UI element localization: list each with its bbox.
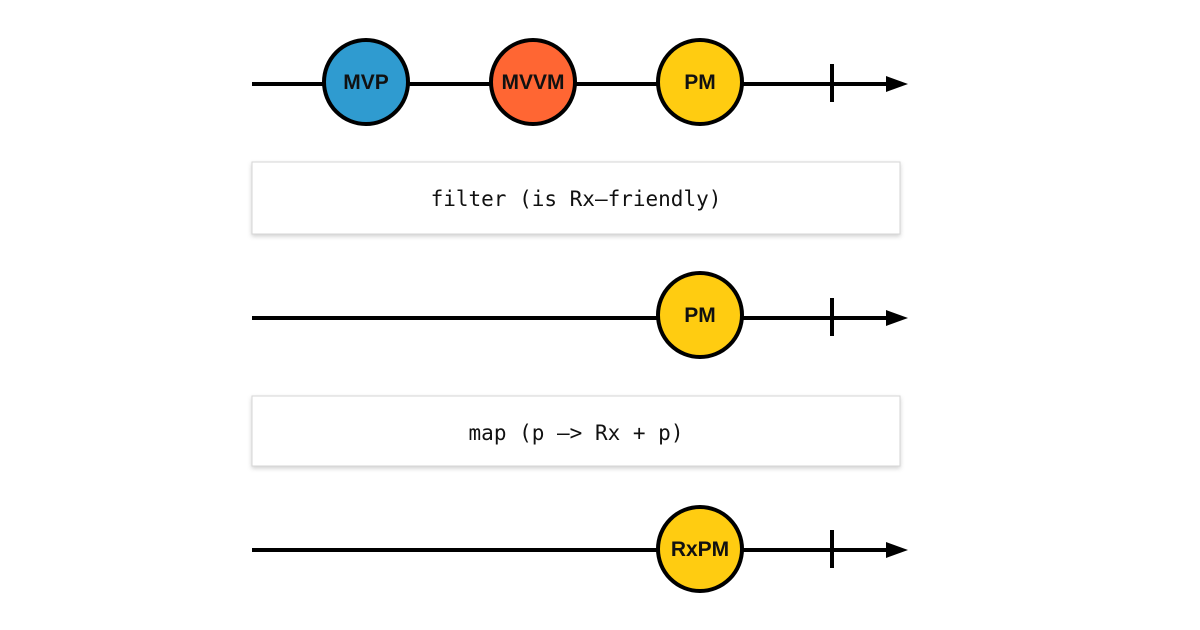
marble-label: PM bbox=[684, 304, 716, 327]
marble-circle bbox=[489, 38, 577, 126]
operator-label: map (p –> Rx + p) bbox=[469, 421, 684, 445]
marble-label: PM bbox=[684, 71, 716, 94]
marble-pm: PM bbox=[656, 38, 744, 126]
operator-label: filter (is Rx–friendly) bbox=[431, 187, 722, 211]
operator-box bbox=[251, 395, 901, 467]
timeline-mapped: RxPM bbox=[252, 505, 908, 593]
marble-circle bbox=[322, 38, 410, 126]
timeline-filtered: PM bbox=[252, 271, 908, 359]
marble-circle bbox=[656, 271, 744, 359]
timeline-arrow-icon bbox=[886, 542, 908, 558]
marble-pm: PM bbox=[656, 271, 744, 359]
timeline-arrow-icon bbox=[886, 310, 908, 326]
marble-label: MVP bbox=[343, 71, 389, 94]
timeline-source: MVP MVVM PM bbox=[252, 38, 908, 126]
marble-label: RxPM bbox=[671, 538, 729, 561]
filter-operator-box: filter (is Rx–friendly) bbox=[251, 161, 901, 235]
marble-rxpm: RxPM bbox=[656, 505, 744, 593]
marble-circle bbox=[656, 38, 744, 126]
map-operator-box: map (p –> Rx + p) bbox=[251, 395, 901, 467]
marble-mvvm: MVVM bbox=[489, 38, 577, 126]
operator-box bbox=[251, 161, 901, 235]
marble-label: MVVM bbox=[502, 71, 565, 94]
timeline-arrow-icon bbox=[886, 76, 908, 92]
marble-circle bbox=[656, 505, 744, 593]
marble-mvp: MVP bbox=[322, 38, 410, 126]
